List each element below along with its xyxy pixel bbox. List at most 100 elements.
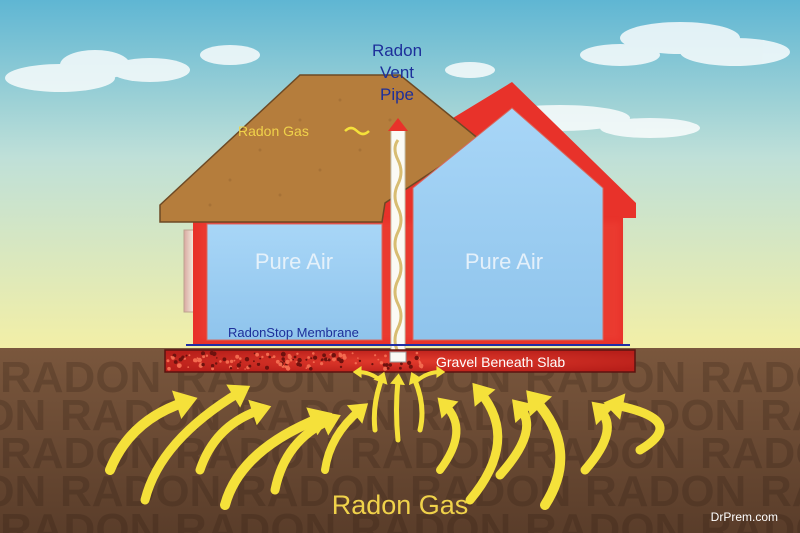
gravel-stone xyxy=(310,357,313,360)
gravel-stone xyxy=(281,357,285,361)
gravel-stone xyxy=(176,363,182,368)
gravel-stone xyxy=(248,364,252,368)
gravel-stone xyxy=(202,355,206,359)
radon-arrow-head xyxy=(248,399,272,426)
gravel-stone xyxy=(196,357,199,360)
gravel-stone xyxy=(289,358,293,362)
gravel-stone xyxy=(297,357,302,363)
gravel-stone xyxy=(225,360,230,364)
radon-arrow-head xyxy=(603,393,626,420)
gravel-stone xyxy=(418,361,422,365)
gravel-stone xyxy=(307,356,310,359)
radon-arrow-head xyxy=(408,371,423,386)
gravel-stone xyxy=(383,366,388,371)
gravel-stone xyxy=(296,352,299,355)
soil-pattern-word: RADON xyxy=(0,505,161,533)
radon-arrow-shaft xyxy=(270,415,335,495)
gravel-stone xyxy=(414,355,419,361)
radon-arrow-head xyxy=(352,366,362,378)
gravel-stone xyxy=(379,361,384,365)
radon-arrow-shaft xyxy=(411,375,425,433)
gravel-stone xyxy=(166,359,170,363)
radon-arrow-shaft xyxy=(105,397,190,475)
radon-vent-pipe xyxy=(390,129,406,357)
soil-pattern-word: RADON xyxy=(760,391,800,440)
gravel-stone xyxy=(170,355,173,358)
gravel-stone xyxy=(298,363,302,367)
gravel-stone xyxy=(280,351,286,357)
gravel-stone xyxy=(293,355,297,359)
gravel-stone xyxy=(285,359,290,365)
gravel-stone xyxy=(205,354,209,357)
radon-arrow-head xyxy=(390,373,406,386)
radon-arrows xyxy=(105,366,665,510)
gravel-stone xyxy=(185,354,188,357)
gravel-stone xyxy=(338,352,341,354)
soil-pattern-word: RADON xyxy=(0,353,161,402)
gravel-stone xyxy=(244,368,246,370)
radon-arrow-shaft xyxy=(610,400,665,455)
gravel-stone xyxy=(275,359,280,364)
soil-pattern-word: RADON xyxy=(175,505,336,533)
gravel-stone xyxy=(400,362,403,366)
gravel-stone xyxy=(320,362,324,366)
vent-pipe-base xyxy=(389,351,407,363)
gravel-stone xyxy=(236,363,241,368)
gravel-stone xyxy=(354,362,357,365)
soil-pattern-word: RADON xyxy=(60,467,221,516)
gravel-stone xyxy=(278,362,283,367)
radon-arrow-head xyxy=(526,390,553,417)
soil-pattern-word: RADON xyxy=(700,353,800,402)
radon-arrow-head xyxy=(317,410,341,436)
gravel-stone xyxy=(255,352,259,357)
vent-label-line-1: Radon xyxy=(372,41,422,60)
soil-pattern-word: RADON xyxy=(350,429,511,478)
gravel-stone xyxy=(305,358,308,361)
radon-arrow-shaft xyxy=(195,405,265,475)
gravel-stone xyxy=(216,357,218,359)
vent-pipe-label: Radon Vent Pipe xyxy=(372,41,422,104)
gravel-stone xyxy=(173,360,178,364)
vent-gas-flow xyxy=(393,139,403,353)
gravel-stone xyxy=(272,355,276,358)
radon-arrow-head xyxy=(437,397,459,419)
gravel-stone xyxy=(305,367,308,369)
radon-arrow-head xyxy=(346,403,369,424)
gravel-stone xyxy=(253,352,256,355)
soil-pattern-word: RADON xyxy=(700,429,800,478)
gravel-stone xyxy=(331,357,337,362)
radon-arrow-shaft xyxy=(371,375,385,433)
gravel-stone xyxy=(271,356,274,359)
gravel-stone xyxy=(197,357,202,363)
gravel-stone xyxy=(183,357,186,360)
gravel-stone xyxy=(338,353,343,358)
gravel-stone xyxy=(201,351,205,356)
right-room-label: Pure Air xyxy=(465,249,543,274)
gravel-stone xyxy=(309,367,313,371)
gravel-stone xyxy=(253,360,255,363)
gravel-stone xyxy=(244,357,250,362)
vent-label-line-2: Vent xyxy=(380,63,414,82)
soil-pattern-word: RADON xyxy=(0,391,46,440)
gravel-stone xyxy=(342,355,347,360)
radon-arrow-shaft xyxy=(321,406,364,474)
gravel-stone xyxy=(358,359,362,363)
gravel-stone xyxy=(215,362,218,365)
gravel-stone xyxy=(322,353,326,358)
gravel-stone xyxy=(295,361,298,363)
gravel-stone xyxy=(201,362,205,367)
soil-pattern-word: RADON xyxy=(700,505,800,533)
gravel-stone xyxy=(313,355,318,360)
watermark: DrPrem.com xyxy=(711,510,778,524)
vent-pipe-cap xyxy=(388,118,408,131)
gravel-stone xyxy=(233,359,236,362)
gravel-stone xyxy=(399,366,402,370)
gravel-stone xyxy=(219,360,222,363)
radon-arrow-shaft xyxy=(220,413,325,510)
ground-gas-label: Radon Gas xyxy=(332,490,469,520)
left-room-label: Pure Air xyxy=(255,249,333,274)
gravel-stone xyxy=(384,354,387,358)
soil-pattern-word: RADON xyxy=(0,467,46,516)
gravel-stone xyxy=(268,355,272,359)
